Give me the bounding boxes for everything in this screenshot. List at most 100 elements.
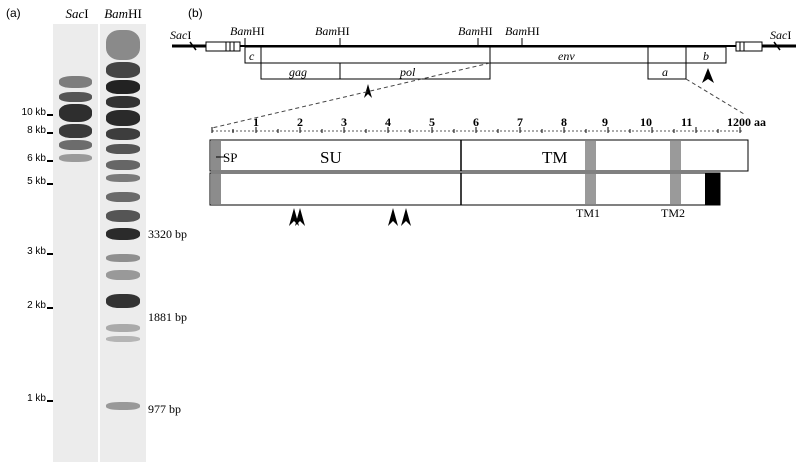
gel-band <box>106 174 140 182</box>
scale-label: 7 <box>517 115 523 129</box>
gel-band <box>59 92 92 102</box>
size-marker-tick <box>47 132 53 134</box>
size-marker-10kb: 10 kb <box>21 107 46 118</box>
fragment-label-3320: 3320 bp <box>148 227 187 241</box>
gene-label-pol: pol <box>399 65 416 79</box>
gel-band <box>106 144 140 154</box>
scale-label: 5 <box>429 115 435 129</box>
gel-lane-bamhi <box>100 24 146 462</box>
site-label-bamhi-2: BamHI <box>315 24 350 38</box>
gel-band <box>106 228 140 240</box>
size-marker-2kb: 2 kb <box>27 300 46 311</box>
gel-band <box>106 96 140 108</box>
terminal-black-block <box>705 173 720 205</box>
gel-band <box>106 210 140 222</box>
env-protein-upper <box>209 139 749 172</box>
scale-label: 2 <box>297 115 303 129</box>
lane-separator <box>98 24 100 462</box>
domain-label-tm: TM <box>542 148 568 167</box>
size-marker-3kb: 3 kb <box>27 246 46 257</box>
site-arrowheads <box>289 208 411 226</box>
tm2-block-lower <box>670 174 681 204</box>
gel-band <box>106 270 140 280</box>
size-marker-1kb: 1 kb <box>27 393 46 404</box>
gel-band <box>106 192 140 202</box>
site-label-bamhi-3: BamHI <box>458 24 493 38</box>
gel-band <box>106 30 140 60</box>
gel-band <box>106 62 140 78</box>
tm2-block-upper <box>670 141 681 170</box>
scale-label: 10 <box>640 115 652 129</box>
lane-title-bamhi: BamHI <box>100 6 146 22</box>
gel-band <box>59 140 92 150</box>
ltr-left <box>205 41 241 52</box>
gel-band <box>106 128 140 140</box>
gene-label-b: b <box>703 49 709 63</box>
size-marker-tick <box>47 400 53 402</box>
arrowhead-pol <box>364 84 372 98</box>
aa-scale-labels: 1 2 3 4 5 6 7 8 9 10 11 1200 aa <box>253 115 766 129</box>
size-marker-tick <box>47 114 53 116</box>
signal-peptide-block <box>211 141 221 170</box>
gene-box-a <box>647 62 687 80</box>
expansion-line-right <box>685 78 745 115</box>
scale-label: 8 <box>561 115 567 129</box>
panel-b-label: (b) <box>188 6 203 20</box>
scale-label: 1200 aa <box>727 115 766 129</box>
gel-band <box>59 154 92 162</box>
gel-band <box>59 124 92 138</box>
gel-band <box>106 294 140 308</box>
gel-band <box>59 76 92 88</box>
gel-band <box>106 402 140 410</box>
gene-label-c: c <box>249 49 255 63</box>
lane-title-saci: SacI <box>54 6 100 22</box>
panel-a-label: (a) <box>6 6 21 20</box>
gel-band <box>106 80 140 94</box>
size-marker-6kb: 6 kb <box>27 153 46 164</box>
lane-enzyme-bamhi: Bam <box>104 6 129 21</box>
site-label-saci-right: SacI <box>770 28 791 42</box>
domain-label-tm2: TM2 <box>661 206 685 220</box>
size-marker-tick <box>47 183 53 185</box>
size-marker-tick <box>47 160 53 162</box>
arrowhead-site <box>401 208 411 226</box>
lane-enzyme-saci: Sac <box>65 6 85 21</box>
arrowhead-b <box>702 68 714 83</box>
domain-label-sp: SP <box>223 150 237 165</box>
size-marker-tick <box>47 307 53 309</box>
arrowhead-site <box>295 208 305 226</box>
tm1-block-lower <box>585 174 596 204</box>
gene-label-gag: gag <box>289 65 307 79</box>
env-protein-lower <box>209 172 721 206</box>
gel-band <box>106 110 140 126</box>
site-label-saci-left: SacI <box>170 28 191 42</box>
scale-label: 9 <box>602 115 608 129</box>
gene-box-a-top <box>647 46 687 64</box>
domain-label-su: SU <box>320 148 342 167</box>
gene-box-pol <box>339 62 491 80</box>
gel-band <box>106 324 140 332</box>
scale-label: 4 <box>385 115 391 129</box>
gene-box-lead <box>260 46 491 64</box>
site-label-bamhi-4: BamHI <box>505 24 540 38</box>
fragment-label-977: 977 bp <box>148 402 181 416</box>
scale-label: 1 <box>253 115 259 129</box>
gel-band <box>59 104 92 122</box>
gel-band <box>106 160 140 170</box>
tm1-block-upper <box>585 141 596 170</box>
domain-label-tm1: TM1 <box>576 206 600 220</box>
size-marker-5kb: 5 kb <box>27 176 46 187</box>
size-marker-tick <box>47 253 53 255</box>
gel-band <box>106 336 140 342</box>
aa-scale <box>211 127 744 133</box>
gene-label-a: a <box>662 65 668 79</box>
scale-label: 6 <box>473 115 479 129</box>
gel-band <box>106 254 140 262</box>
expansion-line-left <box>211 62 491 129</box>
ltr-right <box>735 41 763 52</box>
gel-lane-saci <box>53 24 98 462</box>
gene-box-b <box>685 46 727 64</box>
gene-label-env: env <box>558 49 575 63</box>
signal-peptide-block-lower <box>211 174 221 204</box>
